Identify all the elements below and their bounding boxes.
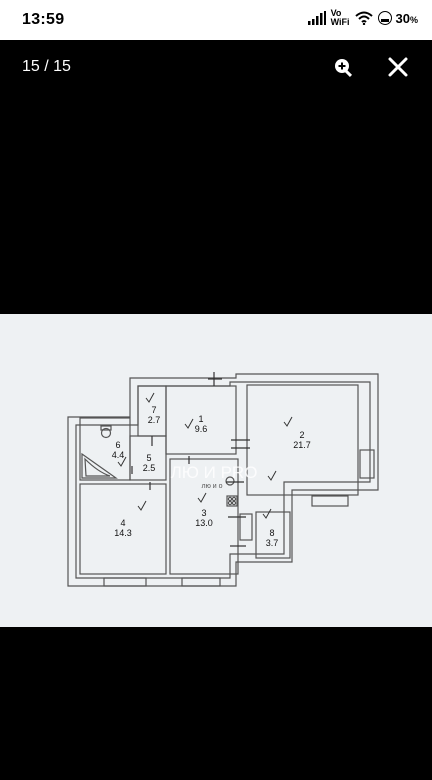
room-6-area: 4.4 — [112, 450, 125, 460]
battery-icon — [377, 11, 392, 25]
volte-label: Vo WiFi — [331, 9, 350, 27]
wifi-icon — [354, 11, 373, 25]
room-3-number: 3 — [201, 508, 206, 518]
zoom-in-icon — [335, 59, 353, 78]
room-5-area: 2.5 — [143, 463, 156, 473]
room-4-area: 14.3 — [114, 528, 132, 538]
room-7-area: 2.7 — [148, 415, 161, 425]
room-7-number: 7 — [151, 405, 156, 415]
volte-bottom: WiFi — [330, 17, 350, 27]
room-2-number: 2 — [299, 430, 304, 440]
room-1-area: 9.6 — [195, 424, 208, 434]
room-8-area: 3.7 — [266, 538, 279, 548]
close-icon — [388, 57, 408, 77]
room-2-area: 21.7 — [293, 440, 311, 450]
battery: 30% — [377, 10, 418, 26]
floor-plan-image[interactable]: 1 9.6 2 21.7 3 13.0 4 14.3 5 2.5 6 4.4 7… — [0, 314, 432, 627]
watermark-text: ЛЮ И PRO — [171, 463, 258, 482]
viewer-toolbar: 15 / 15 — [0, 40, 432, 100]
room-8-number: 8 — [269, 528, 274, 538]
battery-unit: % — [409, 14, 418, 25]
battery-percent: 30 — [395, 10, 410, 26]
room-5-number: 5 — [146, 453, 151, 463]
room-4-number: 4 — [120, 518, 125, 528]
room-3-area: 13.0 — [195, 518, 213, 528]
close-button[interactable] — [386, 55, 410, 79]
volte-top: Vo — [330, 8, 342, 18]
status-icons: Vo WiFi 30% — [307, 9, 418, 27]
signal-icon — [307, 11, 326, 25]
status-time: 13:59 — [22, 11, 65, 28]
room-1-number: 1 — [198, 414, 203, 424]
floor-plan-drawing: 1 9.6 2 21.7 3 13.0 4 14.3 5 2.5 6 4.4 7… — [0, 314, 432, 627]
room-6-number: 6 — [115, 440, 120, 450]
watermark-small-text: лю и о — [201, 483, 222, 490]
image-counter: 15 / 15 — [22, 58, 71, 75]
status-bar: 13:59 Vo WiFi 30% — [0, 0, 432, 40]
zoom-button[interactable] — [332, 56, 356, 80]
